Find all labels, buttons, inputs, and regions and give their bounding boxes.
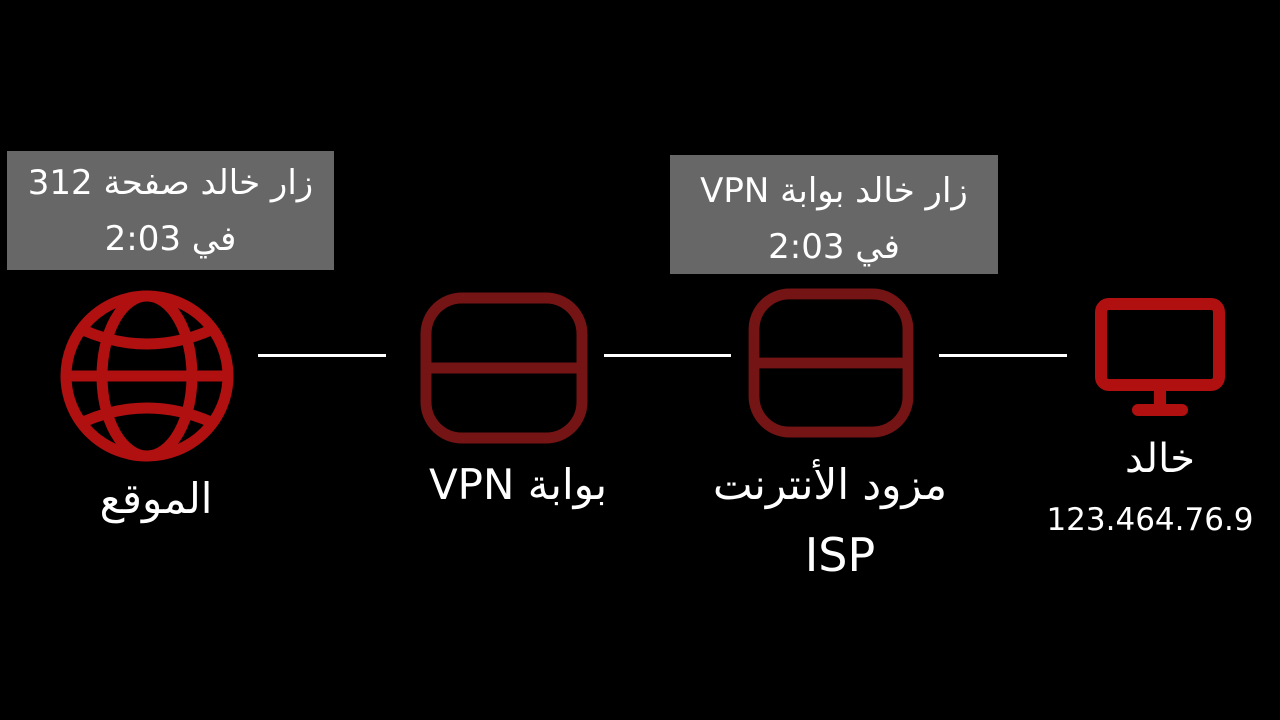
node-label-vpn: بوابة VPN xyxy=(428,460,608,509)
monitor-icon xyxy=(1095,298,1225,416)
connector-website-vpn xyxy=(258,354,386,357)
node-label-khaled: خالد xyxy=(1124,436,1196,482)
server-icon xyxy=(748,288,914,438)
callout-time: في 2:03 xyxy=(768,227,900,267)
callout-text: زار خالد صفحة 312 xyxy=(27,163,314,203)
server-icon xyxy=(420,292,588,444)
callout-vpn-visit: زار خالد بوابة VPN في 2:03 xyxy=(670,155,998,274)
connector-isp-khaled xyxy=(939,354,1067,357)
callout-time: في 2:03 xyxy=(104,219,237,259)
callout-website-visit: زار خالد صفحة 312 في 2:03 xyxy=(7,151,334,270)
node-label-isp: مزود الأنترنت xyxy=(712,460,948,509)
node-ip-address: 123.464.76.9 xyxy=(1046,502,1254,538)
connector-vpn-isp xyxy=(604,354,731,357)
globe-icon xyxy=(60,290,234,462)
node-label-website: الموقع xyxy=(99,474,213,523)
node-sublabel-isp: ISP xyxy=(804,528,876,582)
callout-text: زار خالد بوابة VPN xyxy=(700,171,968,211)
